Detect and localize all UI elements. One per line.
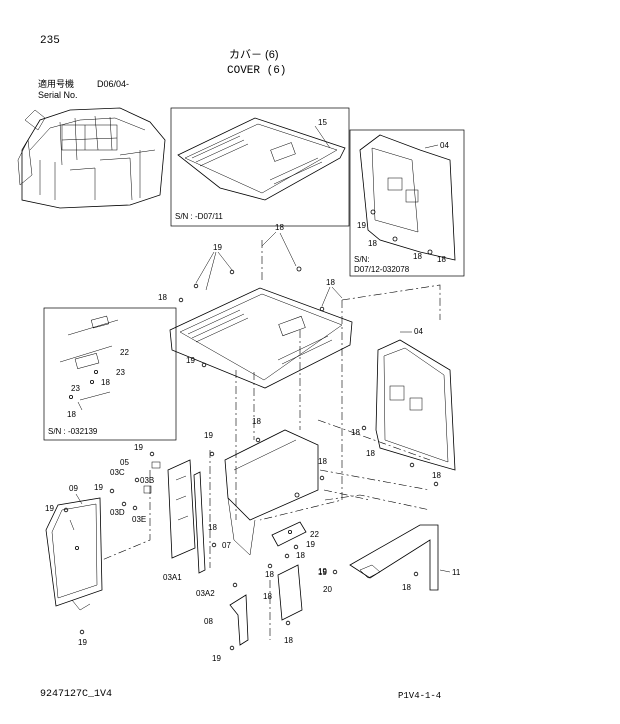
inset-top-plate-frame <box>170 107 350 227</box>
footer-drawing-code: 9247127C_1V4 <box>40 689 113 700</box>
callout-19-bracket-11: 19 <box>318 567 327 576</box>
callout-04-main: 04 <box>414 327 423 336</box>
bracket-inset-parts <box>59 315 119 411</box>
door-09 <box>45 497 103 611</box>
callout-03b: 03B <box>140 476 154 485</box>
bracket-08 <box>229 594 249 646</box>
title-english: COVER (6) <box>227 65 287 77</box>
callout-23-inset-a: 23 <box>116 368 125 377</box>
callout-18-inset-a: 18 <box>368 239 377 248</box>
plate-20 <box>277 564 303 621</box>
callout-07: 07 <box>222 541 231 550</box>
serial-label-japanese: 適用号機 <box>38 79 75 89</box>
callout-18-center-low: 18 <box>208 523 217 532</box>
callout-18-left: 18 <box>158 293 167 302</box>
bracket-22 <box>271 521 307 547</box>
inset-side-panel-frame <box>349 129 465 277</box>
callout-03a2: 03A2 <box>196 589 215 598</box>
inset-side-panel-serial-label: S/N: <box>354 255 370 264</box>
callout-19-bottom: 19 <box>212 654 221 663</box>
callout-05: 05 <box>120 458 129 467</box>
center-cover-07 <box>224 429 319 556</box>
main-side-panel <box>375 339 456 471</box>
callout-20: 20 <box>323 585 332 594</box>
inset-side-panel-serial-range: D07/12-032078 <box>354 265 410 274</box>
callout-15: 15 <box>318 118 327 127</box>
callout-19-post: 19 <box>134 443 143 452</box>
callout-19-door-a: 19 <box>94 483 103 492</box>
callout-18-right: 18 <box>326 278 335 287</box>
callout-19-door-b: 19 <box>45 504 54 513</box>
inset-top-plate-serial: S/N : -D07/11 <box>175 212 223 221</box>
callout-22-inset: 22 <box>120 348 129 357</box>
post-03a1 <box>167 459 206 574</box>
callout-22-main: 22 <box>310 530 319 539</box>
callout-19-plate-20: 19 <box>318 568 327 577</box>
callout-08: 08 <box>204 617 213 626</box>
inset-bracket-serial: S/N : -032139 <box>48 427 98 436</box>
callout-03e: 03E <box>132 515 146 524</box>
title-japanese: カバ－ (6) <box>229 49 279 61</box>
callout-18-top: 18 <box>275 223 284 232</box>
callout-03c: 03C <box>110 468 125 477</box>
callout-19-plate: 19 <box>186 356 195 365</box>
callout-19-center: 19 <box>204 431 213 440</box>
callout-19-main: 19 <box>213 243 222 252</box>
top-plate-part-15 <box>177 117 346 201</box>
serial-value: D06/04- <box>97 79 130 89</box>
right-bracket-11 <box>349 524 439 591</box>
serial-label-english: Serial No. <box>38 90 78 100</box>
callout-18-post: 18 <box>263 592 272 601</box>
main-top-plate <box>169 287 353 389</box>
callout-04-inset: 04 <box>440 141 449 150</box>
callout-18-bracket-11: 18 <box>402 583 411 592</box>
callout-18-center-right: 18 <box>318 457 327 466</box>
footer-page-code: P1V4-1-4 <box>398 691 442 701</box>
callout-18-center: 18 <box>252 417 261 426</box>
callout-18-bracket-a: 18 <box>101 378 110 387</box>
assembly-guide-lines <box>101 240 441 640</box>
callout-03d: 03D <box>110 508 125 517</box>
callout-11: 11 <box>452 568 461 577</box>
callout-18-mid: 18 <box>265 570 274 579</box>
callout-03a1: 03A1 <box>163 573 182 582</box>
callout-19-bracket: 19 <box>306 540 315 549</box>
callout-18-bracket-main: 18 <box>296 551 305 560</box>
callout-18-side-b: 18 <box>366 449 375 458</box>
page-number: 235 <box>40 35 60 47</box>
callout-23-inset-b: 23 <box>71 384 80 393</box>
machine-thumbnail <box>17 107 166 209</box>
side-panel-part-04 <box>359 134 456 261</box>
callout-18-inset-c: 18 <box>437 255 446 264</box>
callout-19-inset: 19 <box>357 221 366 230</box>
callout-18-plate-20: 18 <box>284 636 293 645</box>
callout-09: 09 <box>69 484 78 493</box>
callout-18-inset-b: 18 <box>413 252 422 261</box>
callout-18-side-c: 18 <box>432 471 441 480</box>
callout-18-bracket-b: 18 <box>67 410 76 419</box>
inset-bracket-frame <box>43 307 177 441</box>
callout-18-side-a: 18 <box>351 428 360 437</box>
callout-19-door-c: 19 <box>78 638 87 647</box>
